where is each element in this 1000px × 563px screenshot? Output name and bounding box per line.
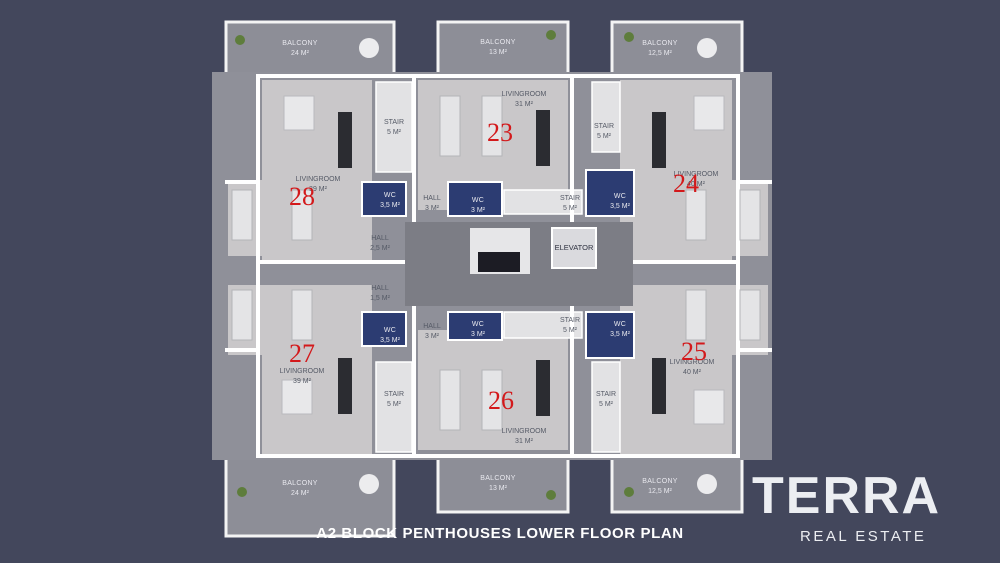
balcony-br-area: 12,5 M² (648, 488, 672, 495)
hall-c2-area: 3 M² (425, 333, 440, 340)
living-23-area: 31 M² (515, 101, 534, 108)
balcony-bc-area: 13 M² (489, 485, 508, 492)
living-27-area: 39 M² (293, 378, 312, 385)
wc-27-label: WC (384, 327, 396, 334)
wc-24-label: WC (614, 193, 626, 200)
unit-number-24: 24 (673, 169, 699, 198)
living-23-label: LIVINGROOM (502, 91, 547, 98)
sofas (231, 95, 761, 431)
unit-number-27: 27 (289, 339, 315, 368)
balcony-tr-area: 12,5 M² (648, 50, 672, 57)
plan-caption: A2 BLOCK PENTHOUSES LOWER FLOOR PLAN (316, 525, 684, 542)
unit-number-26: 26 (488, 386, 514, 415)
living-26-label: LIVINGROOM (502, 428, 547, 435)
balcony-tr-label: BALCONY (642, 40, 678, 47)
stair-br-label: STAIR (596, 391, 616, 398)
living-28-label: LIVINGROOM (296, 176, 341, 183)
wc-26-area: 3 M² (471, 331, 486, 338)
balcony-bl-area: 24 M² (291, 490, 310, 497)
stair-void (478, 252, 520, 272)
terra-logo: TERRA (752, 467, 942, 525)
unit-numbers: 23 24 25 26 27 28 (289, 118, 707, 415)
unit-number-25: 25 (681, 337, 707, 366)
balcony-tc-area: 13 M² (489, 49, 508, 56)
living-26-area: 31 M² (515, 438, 534, 445)
wc-23-area: 3 M² (471, 207, 486, 214)
balcony-bl-label: BALCONY (282, 480, 318, 487)
living-27-label: LIVINGROOM (280, 368, 325, 375)
hall-c1-area: 3 M² (425, 205, 440, 212)
balcony-br-label: BALCONY (642, 478, 678, 485)
wc-28-label: WC (384, 192, 396, 199)
balcony-tl-area: 24 M² (291, 50, 310, 57)
living-25-area: 40 M² (683, 369, 702, 376)
elevator (551, 227, 597, 269)
balcony-bc-label: BALCONY (480, 475, 516, 482)
dining-tables (281, 95, 725, 425)
plants (235, 30, 634, 500)
stair-tl-area: 5 M² (387, 129, 402, 136)
balcony-tl-label: BALCONY (282, 40, 318, 47)
stair-blocks (375, 81, 621, 453)
hall-l2-area: 1,5 M² (370, 295, 391, 302)
stair-bl-area: 5 M² (387, 401, 402, 408)
wc-25-area: 3,5 M² (610, 331, 631, 338)
living-24-area: 40 M² (687, 181, 706, 188)
hall-l2-label: HALL (371, 285, 389, 292)
wc-23-label: WC (472, 197, 484, 204)
room-labels: BALCONY 24 M² BALCONY 13 M² BALCONY 12,5… (280, 39, 719, 497)
wc-26-label: WC (472, 321, 484, 328)
unit-number-28: 28 (289, 182, 315, 211)
wc-25-label: WC (614, 321, 626, 328)
stair-tr-area: 5 M² (597, 133, 612, 140)
stair-bl-label: STAIR (384, 391, 404, 398)
hall-c1-label: HALL (423, 195, 441, 202)
wc-blocks (361, 169, 635, 359)
kitchen-counters (338, 110, 666, 416)
wc-24-area: 3,5 M² (610, 203, 631, 210)
stair-c1-area: 5 M² (563, 205, 578, 212)
hall-l1-label: HALL (371, 235, 389, 242)
living-28-area: 39 M² (309, 186, 328, 193)
real-estate-tagline: REAL ESTATE (800, 528, 927, 545)
elevator-label: ELEVATOR (555, 243, 594, 252)
wc-27-area: 3,5 M² (380, 337, 401, 344)
wc-28-area: 3,5 M² (380, 202, 401, 209)
living-24-label: LIVINGROOM (674, 171, 719, 178)
walls (225, 74, 772, 458)
balcony-tables (359, 38, 717, 494)
hall-l1-area: 2,5 M² (370, 245, 391, 252)
stair-c2-area: 5 M² (563, 327, 578, 334)
stair-br-area: 5 M² (599, 401, 614, 408)
stair-c2-label: STAIR (560, 317, 580, 324)
stair-tl-label: STAIR (384, 119, 404, 126)
stair-tr-label: STAIR (594, 123, 614, 130)
unit-number-23: 23 (487, 118, 513, 147)
stair-c1-label: STAIR (560, 195, 580, 202)
balcony-tc-label: BALCONY (480, 39, 516, 46)
living-25-label: LIVINGROOM (670, 359, 715, 366)
hall-c2-label: HALL (423, 323, 441, 330)
